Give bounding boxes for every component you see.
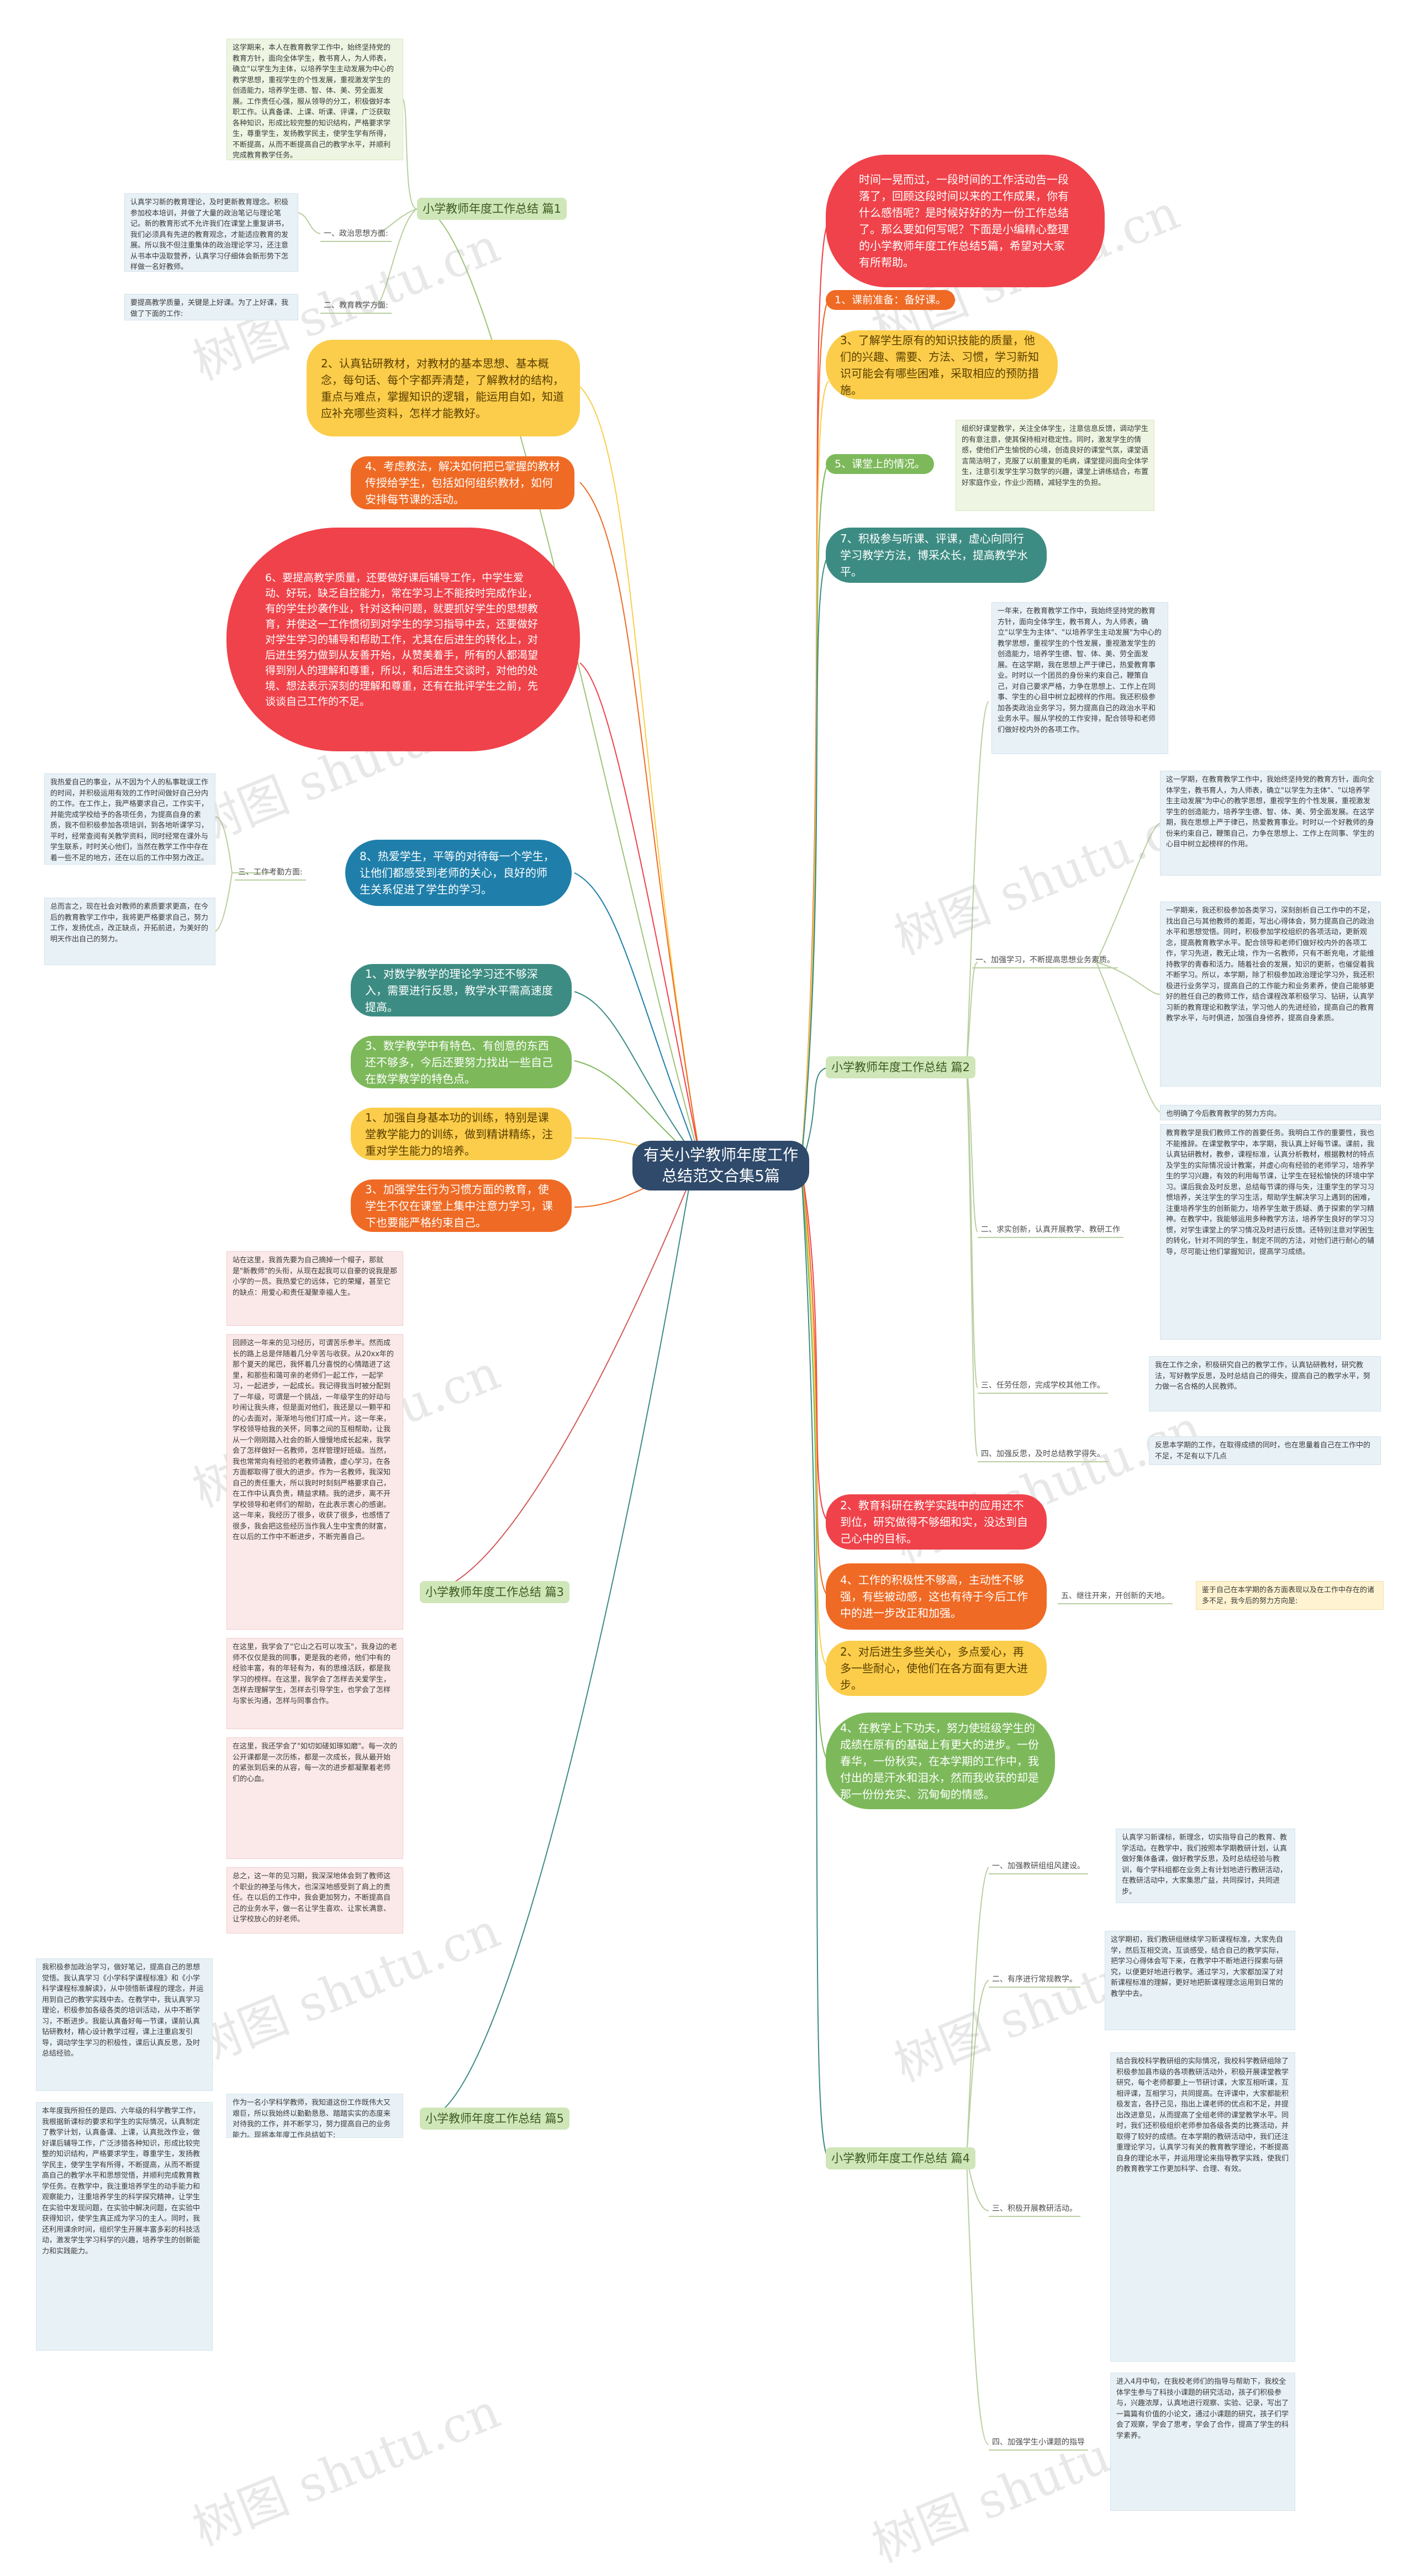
branch-5-intro: 作为一名小学科学教师，我知道这份工作既伟大又艰巨，所以我始终以勤勤恳恳、踏踏实实… bbox=[226, 2094, 403, 2138]
branch-1-title[interactable]: 小学教师年度工作总结 篇1 bbox=[417, 198, 567, 220]
branch-3-note-4: 在这里，我还学会了"如切如磋如琢如磨"。每一次的公开课都是一次历练，都是一次成长… bbox=[226, 1737, 403, 1859]
middle-left-item-3b[interactable]: 3、加强学生行为习惯方面的教育，使学生不仅在课堂上集中注意力学习，课下也要能严格… bbox=[351, 1179, 572, 1232]
branch-2-sub1-text2: 一学期来，我还积极参加各类学习，深刻剖析自己工作中的不足，找出自己与其他教师的差… bbox=[1160, 902, 1381, 1087]
left-sub3-text2: 总而言之，现在社会对教师的素质要求更高，在今后的教育教学工作中，我将更严格要求自… bbox=[44, 898, 215, 965]
left-item-2[interactable]: 2、认真钻研教材，对教材的基本思想、基本概念，每句话、每个字都弄清楚，了解教材的… bbox=[307, 340, 580, 436]
branch-1-sub2-text: 要提高教学质量，关键是上好课。为了上好课，我做了下面的工作: bbox=[124, 294, 298, 320]
right-intro[interactable]: 时间一晃而过，一段时间的工作活动告一段落了，回顾这段时间以来的工作成果，你有什么… bbox=[826, 155, 1105, 287]
branch-4-sub4-label[interactable]: 四、加强学生小课题的指导 bbox=[989, 2435, 1088, 2451]
right-item-7[interactable]: 7、积极参与听课、评课，虚心向同行学习教学方法，博采众长，提高教学水平。 bbox=[826, 528, 1047, 583]
branch-3-note-1: 站在这里，我首先要为自己摘掉一个帽子，那就是"新教师"的头衔，从现在起我可以自豪… bbox=[226, 1251, 403, 1326]
branch-1-sub2-label[interactable]: 二、教育教学方面: bbox=[320, 298, 392, 314]
branch-5-title[interactable]: 小学教师年度工作总结 篇5 bbox=[420, 2108, 570, 2130]
branch-2-sub1-label[interactable]: 一、加强学习，不断提高思想业务素质。 bbox=[972, 953, 1118, 968]
branch-4-sub1-label[interactable]: 一、加强教研组组风建设。 bbox=[989, 1859, 1088, 1874]
branch-1-intro: 这学期来，本人在教育教学工作中，始终坚持党的教育方针，面向全体学生，教书育人，为… bbox=[226, 39, 403, 160]
branch-4-sub4-text: 进入4月中旬，在我校老师们的指导与帮助下，我校全体学生参与了科技小课题的研究活动… bbox=[1110, 2373, 1295, 2511]
left-item-6[interactable]: 6、要提高教学质量，还要做好课后辅导工作，中学生爱动、好玩，缺乏自控能力，常在学… bbox=[226, 528, 580, 751]
branch-2-sub4-text: 反思本学期的工作，在取得成绩的同时，也在思量着自己在工作中的不足，不足有以下几点 bbox=[1149, 1436, 1381, 1465]
left-sub3-text1: 我热爱自己的事业，从不因为个人的私事耽误工作的时间，并积极运用有效的工作时间做好… bbox=[44, 773, 215, 865]
right-item-3[interactable]: 3、了解学生原有的知识技能的质量，他们的兴趣、需要、方法、习惯，学习新知识可能会… bbox=[826, 330, 1058, 399]
branch-2-sub4-label[interactable]: 四、加强反思，及时总结教学得失。 bbox=[978, 1447, 1108, 1462]
branch-3-title[interactable]: 小学教师年度工作总结 篇3 bbox=[420, 1581, 570, 1603]
right-middle-sub-text: 鉴于自己在本学期的各方面表现以及在工作中存在的诸多不足，我今后的努力方向是: bbox=[1196, 1581, 1384, 1610]
branch-3-note-5: 总之，这一年的见习期，我深深地体会到了教师这个职业的神圣与伟大，也深深地感受到了… bbox=[226, 1867, 403, 1934]
right-item-1[interactable]: 1、课前准备：备好课。 bbox=[826, 290, 956, 310]
branch-2-intro: 一年来，在教育教学工作中，我始终坚持党的教育方针，面向全体学生，教书育人，为人师… bbox=[991, 602, 1168, 754]
right-item-5[interactable]: 5、课堂上的情况。 bbox=[826, 454, 935, 474]
right-middle-item-4[interactable]: 4、工作的积极性不够高，主动性不够强，有些被动感，这也有待于今后工作中的进一步改… bbox=[826, 1563, 1047, 1630]
right-middle-item-2[interactable]: 2、教育科研在教学实践中的应用还不到位，研究做得不够细和实，没达到自己心中的目标… bbox=[826, 1494, 1047, 1550]
branch-2-sub3-text: 我在工作之余，积极研究自己的教学工作，认真钻研教材，研究教法，写好教学反思，及时… bbox=[1149, 1356, 1381, 1411]
branch-2-sub2-label[interactable]: 二、求实创新，认真开展教学、教研工作 bbox=[978, 1223, 1123, 1238]
center-topic[interactable]: 有关小学教师年度工作总结范文合集5篇 bbox=[632, 1141, 809, 1190]
branch-4-sub1-text: 认真学习新课标，新理念，切实指导自己的教育、教学活动。在教学中，我们按照本学期教… bbox=[1116, 1829, 1295, 1903]
left-sub3-label[interactable]: 三、工作考勤方面: bbox=[235, 865, 306, 881]
right-middle-item-4b[interactable]: 4、在教学上下功夫，努力使班级学生的成绩在原有的基础上有更大的进步。一份春华，一… bbox=[826, 1713, 1055, 1809]
branch-3-note-3: 在这里，我学会了"它山之石可以攻玉"，我身边的老师不仅仅是我的同事，更是我的老师… bbox=[226, 1638, 403, 1729]
branch-2-sub1-text1: 这一学期，在教育教学工作中，我始终坚持党的教育方针，面向全体学生，教书育人，为人… bbox=[1160, 771, 1381, 876]
branch-2-sub3-label[interactable]: 三、任劳任怨，完成学校其他工作。 bbox=[978, 1378, 1108, 1394]
branch-1-sub1-text: 认真学习新的教育理论，及时更新教育理念。积极参加校本培训，并做了大量的政治笔记与… bbox=[124, 193, 298, 272]
right-middle-item-2b[interactable]: 2、对后进生多些关心，多点爱心，再多一些耐心，使他们在各方面有更大进步。 bbox=[826, 1641, 1047, 1696]
right-middle-sub-label[interactable]: 五、继往开来，开创新的天地。 bbox=[1058, 1589, 1173, 1604]
branch-4-sub3-text: 结合我校科学教研组的实际情况，我校科学教研组除了积极参加县市级的各项教研活动外，… bbox=[1110, 2052, 1295, 2362]
middle-left-item-1[interactable]: 1、对数学教学的理论学习还不够深入，需要进行反思，教学水平需高速度提高。 bbox=[351, 964, 572, 1016]
branch-5-note-1: 我积极参加政治学习，做好笔记，提高自己的思想觉悟。我认真学习《小学科学课程标准》… bbox=[36, 1958, 213, 2091]
branch-4-sub3-label[interactable]: 三、积极开展教研活动。 bbox=[989, 2201, 1080, 2217]
branch-1-sub1-label[interactable]: 一、政治思想方面: bbox=[320, 226, 392, 242]
branch-2-sub2-text: 教育教学是我们教师工作的首要任务。我明白工作的重要性，我也不能推辞。在课堂教学中… bbox=[1160, 1124, 1381, 1340]
left-item-8[interactable]: 8、热爱学生，平等的对待每一个学生，让他们都感受到老师的关心，良好的师生关系促进… bbox=[345, 840, 572, 906]
middle-left-item-1b[interactable]: 1、加强自身基本功的训练，特别是课堂教学能力的训练，做到精讲精练，注重对学生能力… bbox=[351, 1108, 572, 1160]
branch-2-sub1-text3: 也明确了今后教育教学的努力方向。 bbox=[1160, 1105, 1381, 1120]
branch-5-note-2: 本年度我所担任的是四、六年级的科学教学工作，我根据新课标的要求和学生的实际情况，… bbox=[36, 2102, 213, 2351]
branch-2-title[interactable]: 小学教师年度工作总结 篇2 bbox=[826, 1056, 976, 1078]
left-item-4[interactable]: 4、考虑教法，解决如何把已掌握的教材传授给学生，包括如何组织教材，如何安排每节课… bbox=[351, 456, 574, 509]
right-item-5-note: 组织好课堂教学，关注全体学生，注意信息反馈，调动学生的有意注意，使其保持相对稳定… bbox=[956, 420, 1154, 511]
middle-left-item-3[interactable]: 3、数学教学中有特色、有创意的东西还不够多，今后还要努力找出一些自己在数学教学的… bbox=[351, 1036, 572, 1088]
branch-4-title[interactable]: 小学教师年度工作总结 篇4 bbox=[826, 2147, 976, 2169]
branch-3-note-2: 回顾这一年来的见习经历，可谓苦乐参半。然而成长的路上总是伴随着几分辛苦与收获。从… bbox=[226, 1334, 403, 1630]
branch-4-sub2-label[interactable]: 二、有序进行常规教学。 bbox=[989, 1972, 1080, 1988]
branch-4-sub2-text: 这学期初，我们教研组继续学习新课程标准，大家先自学，然后互相交流，互谈感受，结合… bbox=[1105, 1931, 1295, 2030]
